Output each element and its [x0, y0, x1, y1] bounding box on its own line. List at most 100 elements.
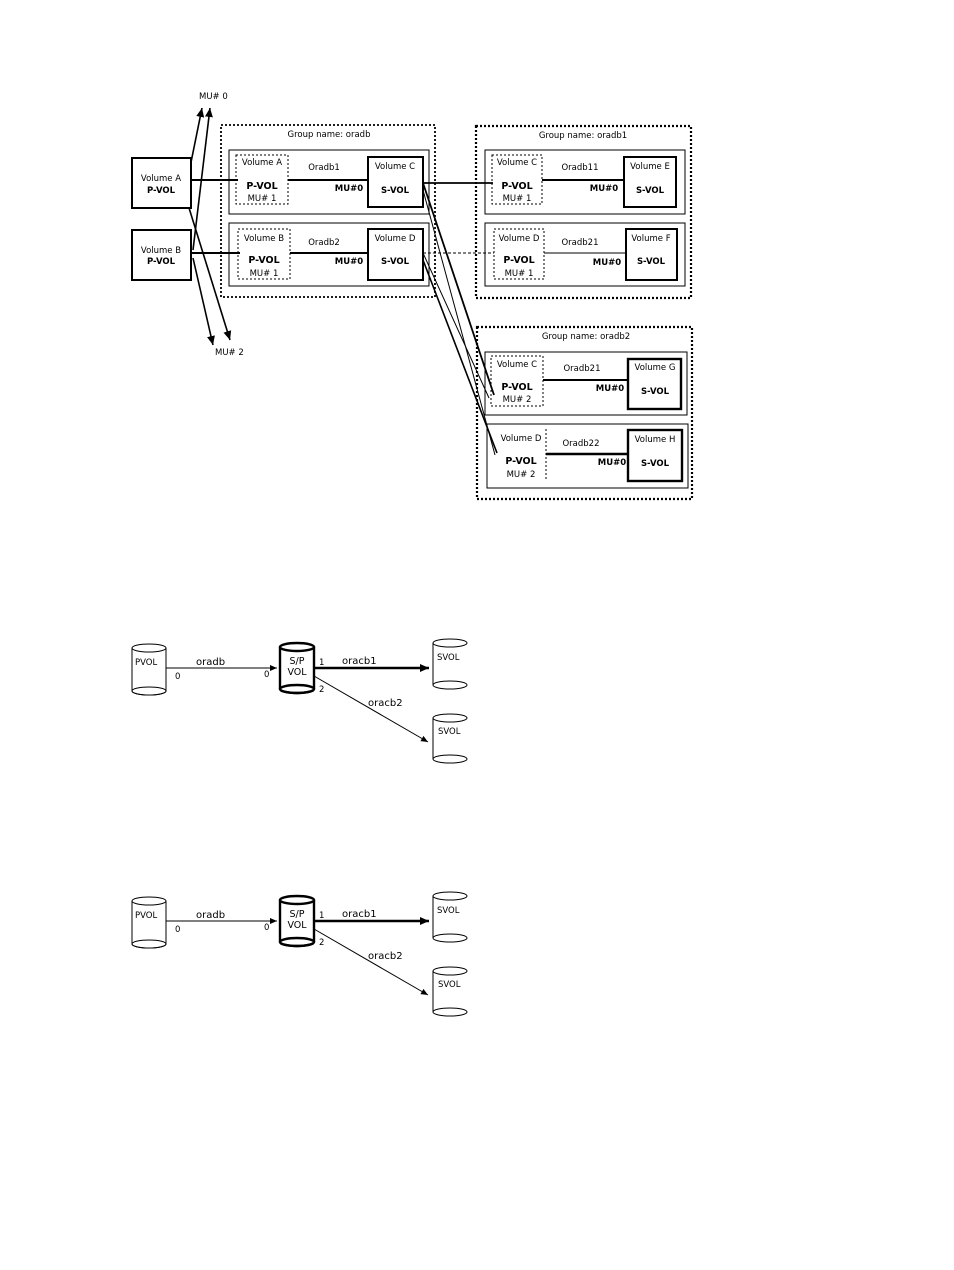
svg-text:Volume D: Volume D: [501, 434, 542, 444]
svg-text:Oradb1: Oradb1: [308, 163, 340, 173]
svg-text:0: 0: [175, 672, 180, 682]
svg-text:P-VOL: P-VOL: [503, 255, 534, 266]
svg-text:Volume A: Volume A: [242, 158, 282, 168]
svg-text:MU# 1: MU# 1: [250, 269, 279, 279]
svg-text:S/P: S/P: [290, 909, 305, 920]
svg-text:Group name: oradb1: Group name: oradb1: [539, 131, 627, 141]
svg-text:Volume D: Volume D: [375, 234, 416, 244]
svg-text:2: 2: [319, 685, 324, 695]
pvol-cylinder: PVOL: [131, 643, 167, 696]
svg-text:S-VOL: S-VOL: [641, 459, 670, 469]
svol-cylinder-1: SVOL: [432, 638, 468, 690]
svg-text:MU#0: MU#0: [335, 184, 363, 194]
svg-text:Oradb2: Oradb2: [308, 238, 340, 248]
svg-text:P-VOL: P-VOL: [501, 181, 532, 192]
mu2-label: MU# 2: [215, 348, 244, 358]
svg-text:S-VOL: S-VOL: [637, 257, 666, 267]
group-oradb2: Group name: oradb2 Volume C P-VOL MU# 2 …: [475, 325, 694, 501]
svg-text:S-VOL: S-VOL: [641, 387, 670, 397]
pair-oradb22: Volume D P-VOL MU# 2 Oradb22 MU#0 Volume…: [486, 423, 689, 489]
volume-b-box: Volume B P-VOL: [131, 229, 192, 281]
svg-text:MU# 2: MU# 2: [507, 470, 536, 480]
svg-text:Volume E: Volume E: [630, 162, 670, 172]
volume-a-box: Volume A P-VOL: [131, 157, 192, 209]
svg-text:MU# 1: MU# 1: [503, 194, 532, 204]
svg-text:Group name: oradb: Group name: oradb: [288, 130, 371, 140]
group-oradb: Group name: oradb Volume A P-VOL MU# 1 O…: [220, 124, 436, 298]
svg-text:MU#0: MU#0: [590, 184, 618, 194]
pair-oradb21: Volume D P-VOL MU# 1 Oradb21 MU#0 Volume…: [484, 222, 686, 287]
group-oradb1: Group name: oradb1 Volume C P-VOL MU# 1 …: [474, 124, 693, 300]
svg-text:0: 0: [264, 923, 269, 933]
svg-text:Volume A: Volume A: [141, 174, 181, 184]
svg-text:0: 0: [175, 925, 180, 935]
svol-cylinder-1: SVOL: [432, 891, 468, 943]
svg-text:S-VOL: S-VOL: [381, 257, 410, 267]
cascade-links-oradb2: [422, 182, 498, 456]
svg-text:Volume C: Volume C: [497, 158, 537, 168]
link-oradb-label: oradb: [196, 910, 225, 921]
svg-text:SVOL: SVOL: [437, 906, 460, 916]
svg-text:Volume D: Volume D: [499, 234, 540, 244]
pair-oradb11: Volume C P-VOL MU# 1 Oradb11 MU#0 Volume…: [484, 149, 686, 215]
svg-text:P-VOL: P-VOL: [147, 257, 176, 267]
svg-text:Volume G: Volume G: [635, 363, 676, 373]
svg-text:P-VOL: P-VOL: [505, 456, 536, 467]
svg-text:Volume F: Volume F: [631, 234, 670, 244]
svg-text:Oradb11: Oradb11: [561, 163, 598, 173]
cascade-diagram-1: PVOL oradb 0 0 S/P VOL 1 2 oracb1 oracb2…: [131, 638, 468, 764]
svg-text:P-VOL: P-VOL: [248, 255, 279, 266]
svg-text:Oradb21: Oradb21: [561, 238, 598, 248]
svg-text:MU# 2: MU# 2: [503, 395, 532, 405]
svg-text:Volume C: Volume C: [375, 162, 415, 172]
sp-vol-cylinder: S/P VOL: [278, 894, 316, 948]
link-oracb1-label: oracb1: [342, 909, 377, 920]
svg-text:P-VOL: P-VOL: [246, 181, 277, 192]
svg-text:MU#0: MU#0: [596, 384, 624, 394]
svg-text:VOL: VOL: [287, 667, 307, 678]
link-oracb2-label: oracb2: [368, 951, 403, 962]
svg-text:Volume B: Volume B: [141, 246, 181, 256]
link-oracb2-label: oracb2: [368, 698, 403, 709]
svg-text:SVOL: SVOL: [437, 653, 460, 663]
svg-text:1: 1: [319, 911, 324, 921]
svg-text:SVOL: SVOL: [438, 980, 461, 990]
svg-text:P-VOL: P-VOL: [147, 186, 176, 196]
pair-oradb1: Volume A P-VOL MU# 1 Oradb1 MU#0 Volume …: [228, 149, 430, 215]
cascade-diagram-2: PVOL oradb 0 0 S/P VOL 1 2 oracb1 oracb2…: [131, 891, 468, 1017]
svg-text:PVOL: PVOL: [135, 658, 157, 668]
svol-cylinder-2: SVOL: [432, 713, 468, 764]
svg-text:S-VOL: S-VOL: [381, 186, 410, 196]
svg-text:Volume C: Volume C: [497, 360, 537, 370]
svg-text:P-VOL: P-VOL: [501, 382, 532, 393]
svg-text:0: 0: [264, 670, 269, 680]
svg-text:Oradb21: Oradb21: [563, 364, 600, 374]
mu0-label: MU# 0: [199, 92, 228, 102]
svg-text:Volume H: Volume H: [635, 435, 676, 445]
pair-oradb2: Volume B P-VOL MU# 1 Oradb2 MU#0 Volume …: [228, 222, 430, 287]
svg-text:2: 2: [319, 938, 324, 948]
svg-text:S-VOL: S-VOL: [636, 186, 665, 196]
svg-text:VOL: VOL: [287, 920, 307, 931]
svg-text:S/P: S/P: [290, 656, 305, 667]
svg-text:PVOL: PVOL: [135, 911, 157, 921]
svg-text:1: 1: [319, 658, 324, 668]
svg-text:Volume B: Volume B: [244, 234, 284, 244]
link-oracb1-label: oracb1: [342, 656, 377, 667]
mu-group-diagram: MU# 0 MU# 2 Volume A P-VOL Volume B P-VO…: [131, 92, 694, 501]
svg-text:MU# 1: MU# 1: [248, 194, 277, 204]
mu-arrow-lines: [184, 107, 232, 346]
svg-text:Group name: oradb2: Group name: oradb2: [542, 332, 630, 342]
svg-text:Oradb22: Oradb22: [562, 439, 599, 449]
svol-cylinder-2: SVOL: [432, 966, 468, 1017]
pvol-cylinder: PVOL: [131, 896, 167, 949]
pair-oradb21-g: Volume C P-VOL MU# 2 Oradb21 MU#0 Volume…: [484, 351, 688, 416]
svg-text:MU# 1: MU# 1: [505, 269, 534, 279]
svg-text:SVOL: SVOL: [438, 727, 461, 737]
link-oradb-label: oradb: [196, 657, 225, 668]
svg-text:MU#0: MU#0: [335, 257, 363, 267]
svg-text:MU#0: MU#0: [598, 458, 626, 468]
sp-vol-cylinder: S/P VOL: [278, 641, 316, 695]
svg-text:MU#0: MU#0: [593, 258, 621, 268]
